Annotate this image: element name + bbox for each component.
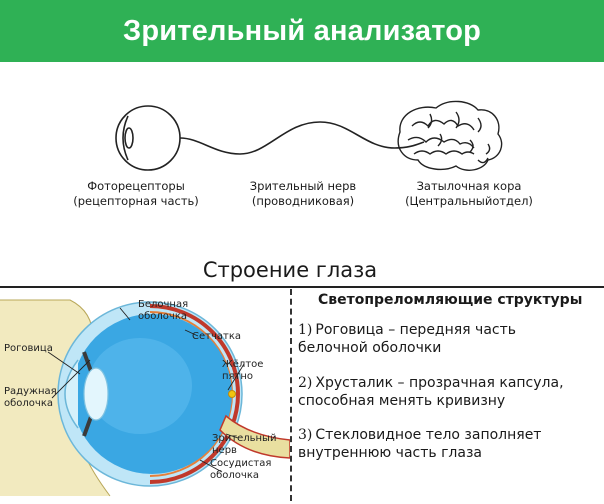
label-choroid: Сосудистая оболочка xyxy=(210,458,272,481)
title-bar: Зрительный анализатор xyxy=(0,0,604,62)
photoreceptors-title: Фоторецепторы xyxy=(87,179,185,193)
yellow-spot-mark xyxy=(228,390,236,398)
occipital-cortex-subtitle: (Центральныйотдел) xyxy=(405,194,533,208)
eye-structure-title: Строение глаза xyxy=(202,258,378,282)
brain-sketch-icon xyxy=(397,100,503,171)
label-iris: Радужная оболочка xyxy=(4,386,57,409)
refraction-item-lens: 2)Хрусталик – прозрачная капсула, способ… xyxy=(298,375,564,409)
photoreceptors-subtitle: (рецепторная часть) xyxy=(73,194,199,208)
occipital-cortex-caption: Затылочная кора (Центральныйотдел) xyxy=(396,179,542,209)
choroid-arc xyxy=(149,304,240,484)
refraction-heading: Светопреломляющие структуры xyxy=(318,292,583,308)
label-yellow-spot: Жёлтое пятно xyxy=(222,359,264,382)
label-sclera: Белочная оболочка xyxy=(138,299,189,322)
visual-pathway-illustration xyxy=(115,100,503,171)
label-retina: Сетчатка xyxy=(192,331,241,342)
eye-cross-section-diagram xyxy=(0,299,290,497)
optic-nerve-shape xyxy=(219,414,290,459)
label-optic-nerve: Зрительный нерв xyxy=(212,433,277,456)
lens-shape xyxy=(83,367,109,421)
optic-nerve-line xyxy=(179,121,425,155)
optic-nerve-subtitle: (проводниковая) xyxy=(251,194,355,208)
photoreceptors-caption: Фоторецепторы (рецепторная часть) xyxy=(66,179,206,209)
refraction-item-cornea: 1)Роговица – передняя часть белочной обо… xyxy=(298,322,517,356)
eye-structure-panel xyxy=(0,286,604,504)
optic-nerve-caption: Зрительный нерв (проводниковая) xyxy=(236,179,370,209)
refraction-panel: Светопреломляющие структуры xyxy=(300,292,600,308)
eye-sketch-icon xyxy=(115,105,181,171)
page-title: Зрительный анализатор xyxy=(122,14,482,47)
cornea-shape xyxy=(64,359,79,429)
dashed-divider xyxy=(290,289,292,501)
refraction-item-vitreous: 3)Стекловидное тело заполняет внутреннюю… xyxy=(298,427,542,461)
occipital-cortex-title: Затылочная кора xyxy=(416,179,522,193)
optic-nerve-title: Зрительный нерв xyxy=(249,179,357,193)
label-cornea: Роговица xyxy=(4,343,53,354)
